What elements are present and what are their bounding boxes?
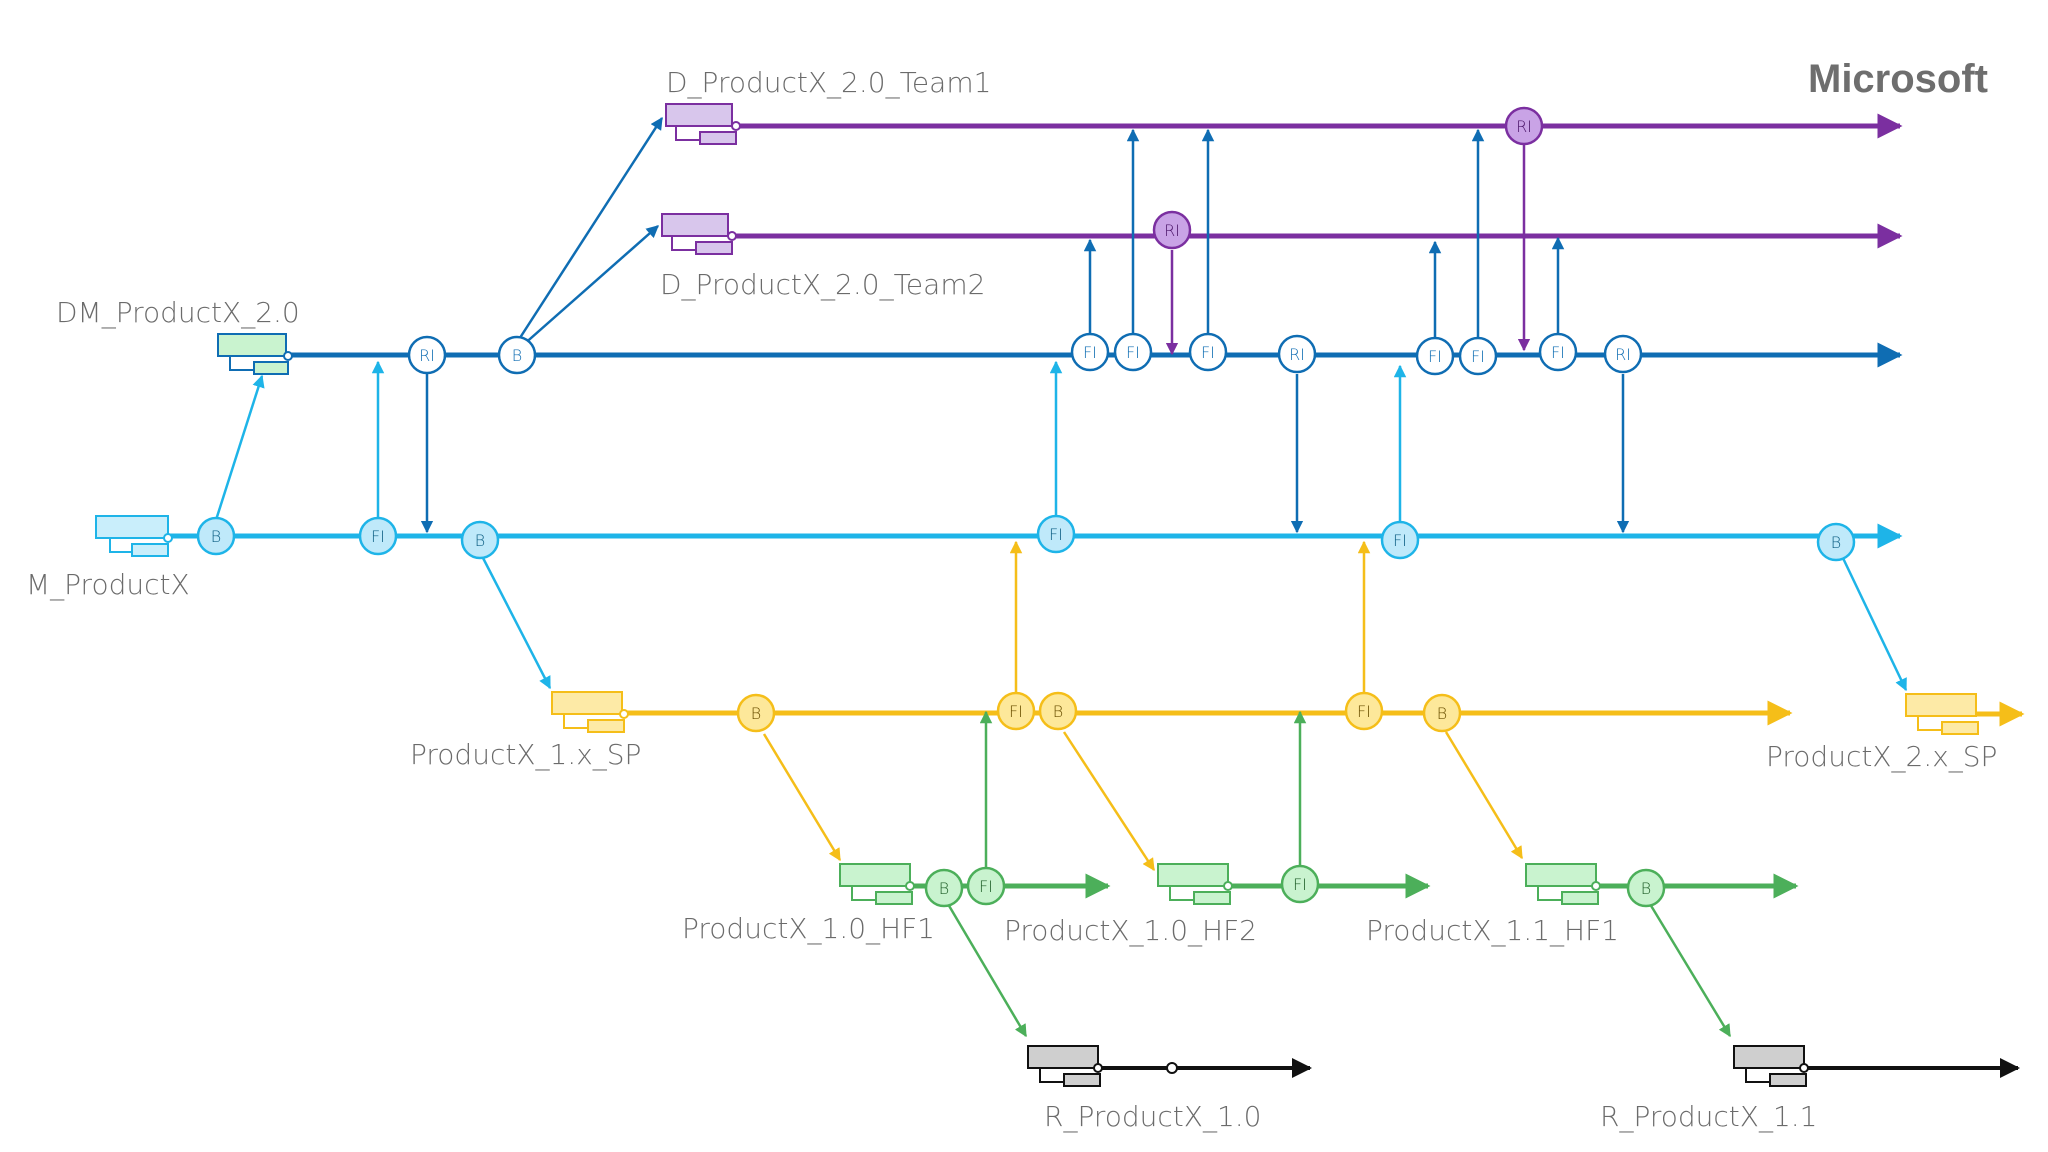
- label-hf10b: ProductX_1.0_HF2: [1004, 914, 1257, 948]
- branch-icon-r10: [1027, 1045, 1103, 1087]
- node-main-b-1: B: [196, 516, 236, 556]
- svg-text:B: B: [751, 704, 761, 723]
- branch-arrow-to-team2: [521, 225, 659, 347]
- svg-text:FI: FI: [371, 527, 385, 546]
- branch-arrow-to-dev: [214, 374, 265, 521]
- svg-text:RI: RI: [1164, 221, 1180, 240]
- branch-icon-team1: [665, 103, 741, 145]
- branch-icon-hf10a: [839, 863, 915, 905]
- branch-arrow-to-sp1: [480, 555, 552, 690]
- branch-icon-sp1: [551, 691, 629, 733]
- branch-arrow-to-r10: [946, 903, 1028, 1038]
- label-sp1: ProductX_1.x_SP: [410, 738, 641, 772]
- branch-icon-team2: [661, 213, 737, 255]
- node-hf-fi-2: FI: [1280, 864, 1320, 904]
- node-hf-b-1: B: [924, 868, 964, 908]
- node-sp-fi-2: FI: [1344, 691, 1384, 731]
- node-main-b-3: B: [1816, 522, 1856, 562]
- svg-text:FI: FI: [1357, 702, 1371, 721]
- label-sp2: ProductX_2.x_SP: [1766, 740, 1997, 774]
- brand-logo: Microsoft: [1808, 57, 1988, 101]
- node-main-fi-1: FI: [358, 516, 398, 556]
- svg-text:B: B: [1641, 879, 1651, 898]
- svg-text:RI: RI: [1516, 117, 1532, 136]
- svg-text:FI: FI: [1428, 347, 1442, 366]
- node-main-fi-3: FI: [1380, 520, 1420, 560]
- svg-text:FI: FI: [1471, 347, 1485, 366]
- node-dev-fi-6: FI: [1538, 332, 1578, 372]
- label-r10: R_ProductX_1.0: [1044, 1100, 1261, 1134]
- node-main-b-2: B: [460, 520, 500, 560]
- node-dev-fi-4: FI: [1415, 336, 1455, 376]
- svg-text:FI: FI: [1049, 525, 1063, 544]
- node-dev-fi-1: FI: [1070, 332, 1110, 372]
- node-dev-fi-5: FI: [1458, 336, 1498, 376]
- node-dev-ri-1: RI: [407, 335, 447, 375]
- node-hf-b-2: B: [1626, 868, 1666, 908]
- node-sp-b-1: B: [736, 693, 776, 733]
- release-point: [1166, 1062, 1178, 1074]
- svg-text:B: B: [211, 527, 221, 546]
- node-team1-ri: RI: [1504, 106, 1544, 146]
- node-main-fi-2: FI: [1036, 514, 1076, 554]
- branch-icon-dev: [217, 333, 293, 375]
- label-main: M_ProductX: [26, 568, 190, 602]
- branch-icon-hf11: [1525, 863, 1601, 905]
- svg-text:FI: FI: [1393, 531, 1407, 550]
- svg-text:FI: FI: [979, 877, 993, 896]
- branch-arrow-to-hf10b: [1062, 731, 1156, 872]
- node-dev-fi-3: FI: [1188, 332, 1228, 372]
- svg-text:B: B: [939, 879, 949, 898]
- node-dev-ri-3: RI: [1603, 334, 1643, 374]
- label-dev: DM_ProductX_2.0: [56, 296, 300, 330]
- svg-text:FI: FI: [1083, 343, 1097, 362]
- label-r11: R_ProductX_1.1: [1600, 1100, 1817, 1134]
- node-sp-fi-1: FI: [996, 691, 1036, 731]
- svg-text:RI: RI: [1289, 345, 1305, 364]
- branch-icon-main: [95, 515, 173, 557]
- svg-text:FI: FI: [1201, 343, 1215, 362]
- branch-icon-r11: [1733, 1045, 1809, 1087]
- node-sp-b-3: B: [1422, 693, 1462, 733]
- branch-icon-hf10b: [1157, 863, 1233, 905]
- node-dev-b-1: B: [497, 335, 537, 375]
- svg-text:B: B: [475, 531, 485, 550]
- node-hf-fi-1: FI: [966, 866, 1006, 906]
- label-team2: D_ProductX_2.0_Team2: [660, 268, 985, 302]
- node-team2-ri: RI: [1152, 210, 1192, 250]
- svg-text:FI: FI: [1126, 343, 1140, 362]
- branch-icon-sp2: [1905, 693, 1979, 735]
- svg-text:FI: FI: [1551, 343, 1565, 362]
- node-dev-ri-2: RI: [1277, 334, 1317, 374]
- svg-text:B: B: [1831, 533, 1841, 552]
- svg-text:B: B: [1053, 702, 1063, 721]
- branch-arrow-to-hf10a: [762, 733, 842, 862]
- branch-arrow-to-hf11: [1444, 731, 1524, 860]
- label-hf10a: ProductX_1.0_HF1: [682, 912, 935, 946]
- svg-text:RI: RI: [419, 346, 435, 365]
- svg-text:B: B: [1437, 704, 1447, 723]
- svg-text:RI: RI: [1615, 345, 1631, 364]
- branch-arrow-to-team1: [514, 116, 664, 345]
- label-team1: D_ProductX_2.0_Team1: [666, 66, 991, 100]
- node-dev-fi-2: FI: [1113, 332, 1153, 372]
- svg-text:FI: FI: [1009, 702, 1023, 721]
- label-hf11: ProductX_1.1_HF1: [1366, 914, 1619, 948]
- branch-arrow-to-sp2: [1840, 555, 1908, 692]
- svg-text:FI: FI: [1293, 875, 1307, 894]
- node-sp-b-2: B: [1038, 691, 1078, 731]
- branch-arrow-to-r11: [1648, 903, 1732, 1038]
- svg-text:B: B: [512, 346, 522, 365]
